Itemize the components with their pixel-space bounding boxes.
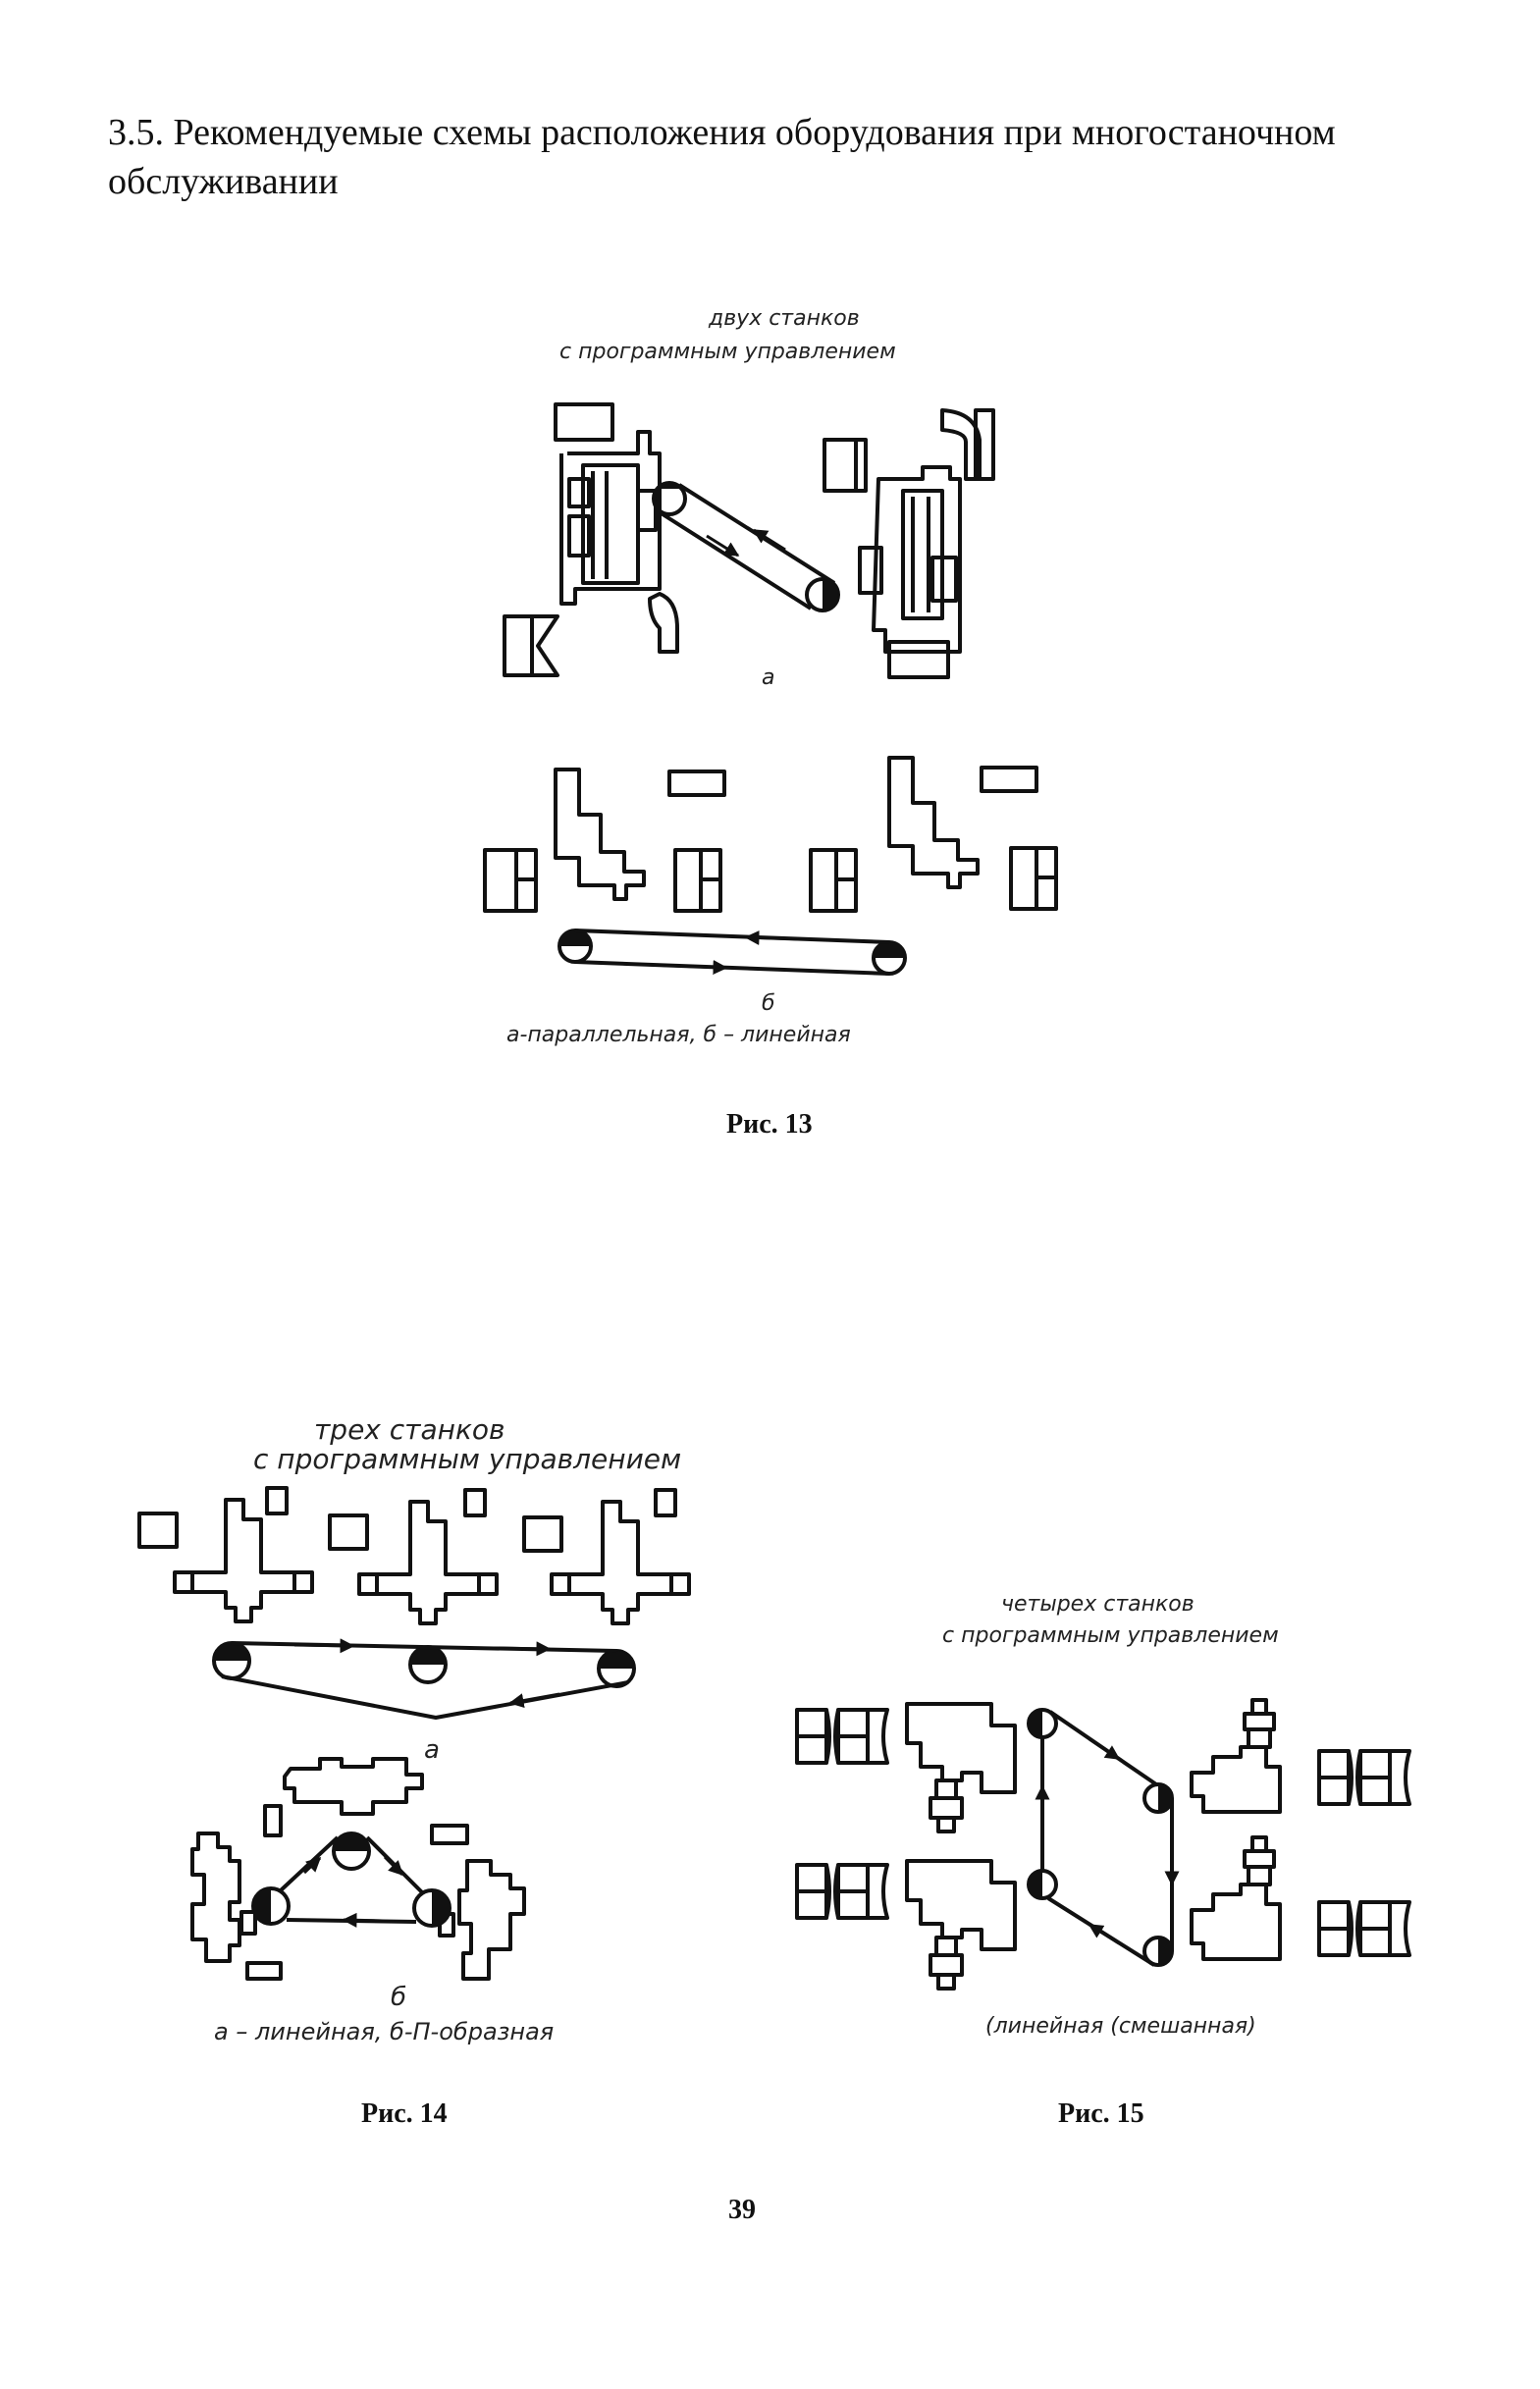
fig14b-machine-right (457, 1859, 526, 1981)
fig15-machine-ll (905, 1859, 1017, 1991)
fig14-header-line2: с программным управлением (253, 1443, 682, 1475)
fig13b-operator-4 (1009, 846, 1058, 911)
fig13b-operator-1 (483, 848, 538, 913)
fig14-legend: а – линейная, б-П-образная (214, 2018, 555, 2045)
fig13b-conveyor (558, 929, 907, 976)
section-heading: 3.5. Рекомендуемые схемы расположения об… (108, 112, 1336, 202)
fig13b-operator-3 (809, 848, 858, 913)
fig13a-stand (648, 592, 679, 654)
page-number: 39 (728, 2195, 756, 2225)
fig14a-layout (137, 1486, 691, 1720)
fig15-operator-ll (795, 1863, 889, 1920)
fig15-machine-ul (905, 1702, 1017, 1833)
fig13a-conveyor (652, 481, 840, 612)
fig15-conveyor (1027, 1708, 1180, 1967)
fig15-layout (795, 1698, 1411, 1991)
fig13a-machine-left (554, 402, 662, 606)
fig14b-conveyor (251, 1832, 451, 1928)
fig14a-conveyor (212, 1638, 636, 1720)
fig14-header-line1: трех станков (314, 1413, 505, 1446)
fig14b-layout (190, 1757, 526, 1981)
fig13-legend: а-параллельная, б – линейная (506, 1023, 851, 1047)
fig15-operator-ul (795, 1708, 889, 1765)
fig14b-machine-top (283, 1757, 424, 1816)
fig13b-machine-1 (554, 768, 646, 901)
fig13b-operator-2 (673, 848, 722, 913)
fig13-header-line2: с программным управлением (559, 340, 896, 364)
fig13b-machine-2 (887, 756, 980, 889)
fig13a-operator-left (503, 614, 559, 677)
fig13a-machine-right (823, 408, 995, 679)
fig13-caption: Рис. 13 (726, 1109, 813, 1140)
fig14a-station-2 (328, 1488, 499, 1625)
fig15-legend: (линейная (смешанная) (985, 2014, 1256, 2039)
fig15-operator-lr (1317, 1900, 1411, 1957)
fig13-header-line1: двух станков (709, 306, 860, 331)
fig14-caption: Рис. 14 (361, 2098, 448, 2129)
fig13a-layout (503, 402, 995, 679)
fig13-label-a: а (762, 665, 775, 690)
fig15-machine-lr (1190, 1835, 1282, 1961)
fig15-caption: Рис. 15 (1058, 2098, 1144, 2129)
fig14b-machine-left (190, 1832, 241, 1963)
fig15-header-line2: с программным управлением (942, 1623, 1279, 1648)
fig13b-layout (483, 756, 1058, 976)
fig14-label-a: а (424, 1735, 440, 1765)
fig15-header-line1: четырех станков (1001, 1592, 1195, 1617)
fig15-machine-ur (1190, 1698, 1282, 1814)
fig14a-station-1 (137, 1486, 314, 1623)
fig14-label-b: б (391, 1983, 407, 2012)
fig15-operator-ur (1317, 1749, 1411, 1806)
fig13-label-b: б (762, 991, 775, 1016)
fig14a-station-3 (522, 1488, 691, 1625)
